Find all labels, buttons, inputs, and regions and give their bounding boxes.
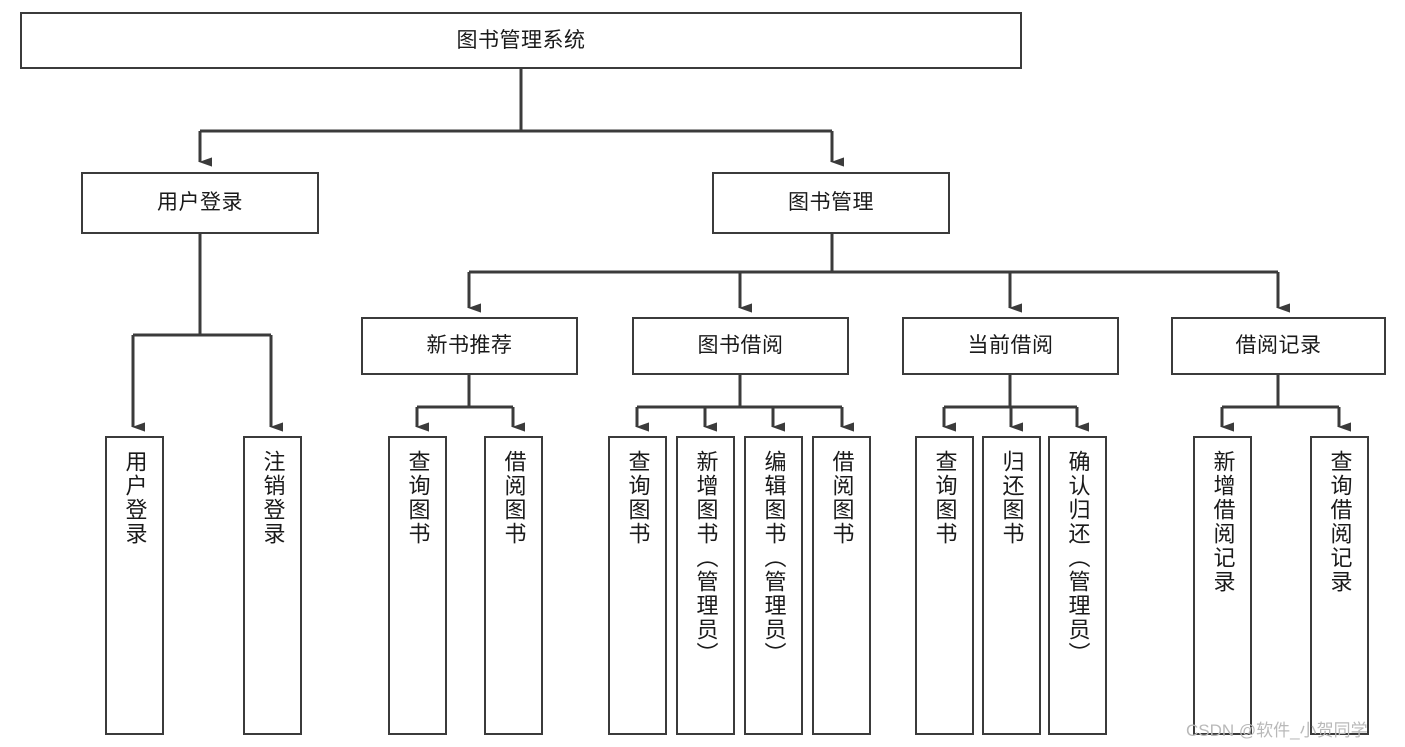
leaf-borrow-book-recommend-label: 借阅图书 [501,450,527,546]
node-new-book-recommend[interactable]: 新书推荐 [361,317,578,375]
leaf-borrow-book[interactable]: 借阅图书 [812,436,871,735]
node-root[interactable]: 图书管理系统 [20,12,1022,69]
node-user-login[interactable]: 用户登录 [81,172,319,234]
leaf-query-book-current[interactable]: 查询图书 [915,436,974,735]
leaf-query-borrow-record-label: 查询借阅记录 [1327,450,1353,594]
node-book-manage-label: 图书管理 [788,191,874,215]
leaf-confirm-return-label: 确认归还（管理员） [1065,450,1091,666]
leaf-query-book-borrow-label: 查询图书 [625,450,651,546]
node-current-borrow[interactable]: 当前借阅 [902,317,1119,375]
leaf-query-book-recommend[interactable]: 查询图书 [388,436,447,735]
leaf-query-borrow-record[interactable]: 查询借阅记录 [1310,436,1369,735]
node-new-book-recommend-label: 新书推荐 [426,334,513,358]
leaf-add-book[interactable]: 新增图书（管理员） [676,436,735,735]
leaf-edit-book-label: 编辑图书（管理员） [761,450,787,666]
leaf-query-book-recommend-label: 查询图书 [405,450,431,546]
node-user-login-label: 用户登录 [157,191,243,215]
leaf-return-book-label: 归还图书 [999,450,1025,546]
node-borrow-record-label: 借阅记录 [1235,334,1322,358]
node-book-borrow[interactable]: 图书借阅 [632,317,849,375]
leaf-borrow-book-recommend[interactable]: 借阅图书 [484,436,543,735]
node-book-borrow-label: 图书借阅 [697,334,784,358]
csdn-watermark: CSDN @软件_小贺同学 [1186,721,1368,740]
leaf-add-borrow-record-label: 新增借阅记录 [1210,450,1236,594]
leaf-query-book-current-label: 查询图书 [932,450,958,546]
leaf-add-book-label: 新增图书（管理员） [693,450,719,666]
node-borrow-record[interactable]: 借阅记录 [1171,317,1386,375]
node-current-borrow-label: 当前借阅 [967,334,1054,358]
leaf-user-login-label: 用户登录 [122,450,148,546]
leaf-add-borrow-record[interactable]: 新增借阅记录 [1193,436,1252,735]
leaf-borrow-book-label: 借阅图书 [829,450,855,546]
node-book-manage[interactable]: 图书管理 [712,172,950,234]
leaf-edit-book[interactable]: 编辑图书（管理员） [744,436,803,735]
leaf-confirm-return[interactable]: 确认归还（管理员） [1048,436,1107,735]
leaf-user-login[interactable]: 用户登录 [105,436,164,735]
leaf-logout[interactable]: 注销登录 [243,436,302,735]
leaf-return-book[interactable]: 归还图书 [982,436,1041,735]
leaf-query-book-borrow[interactable]: 查询图书 [608,436,667,735]
leaf-logout-label: 注销登录 [260,450,286,546]
node-root-label: 图书管理系统 [456,28,586,52]
